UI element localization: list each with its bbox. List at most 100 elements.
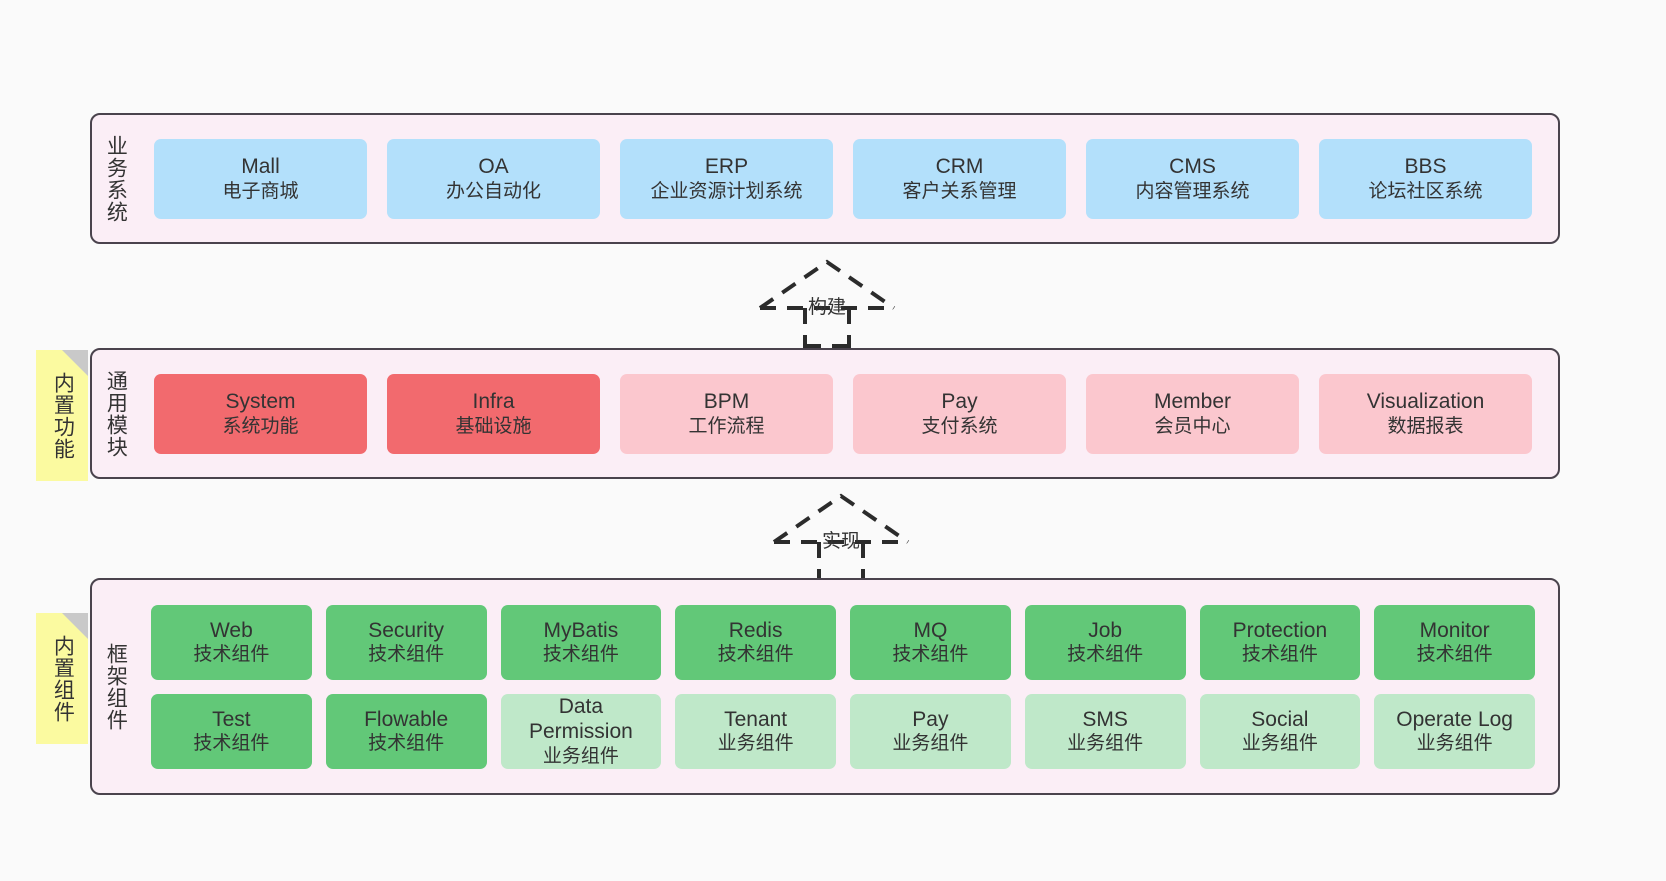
note-builtin-function-label: 内置功能 (51, 371, 75, 460)
card-title-cn: 业务组件 (1241, 733, 1318, 755)
connector-build: 构建 (752, 256, 902, 348)
connector-implement: 实现 (766, 490, 916, 582)
card-title-en: Data Permission (528, 694, 633, 744)
card-title-en: Operate Log (1396, 707, 1513, 731)
card-title-cn: 企业资源计划系统 (650, 180, 803, 202)
card-title-en: Pay (941, 390, 978, 414)
card-title-cn: 会员中心 (1154, 415, 1231, 437)
card-title-cn: 数据报表 (1387, 415, 1464, 437)
note-builtin-component-label: 内置组件 (51, 634, 75, 723)
card-title-cn: 技术组件 (1416, 644, 1493, 666)
card-title-en: System (225, 390, 296, 414)
card-title-cn: 基础设施 (455, 415, 532, 437)
card-title-cn: 技术组件 (368, 644, 445, 666)
card-title-en: Infra (472, 390, 515, 414)
card-title-en: Test (212, 707, 251, 731)
card-title-cn: 支付系统 (921, 415, 998, 437)
card-title-cn: 技术组件 (1067, 644, 1144, 666)
connector-label-build: 构建 (807, 297, 847, 318)
card-title-en: CRM (935, 155, 984, 179)
card-title-en: OA (478, 155, 509, 179)
layer-title-framework: 框架组件 (104, 642, 128, 731)
card-title-cn: 工作流程 (688, 415, 765, 437)
card-title-cn: 论坛社区系统 (1368, 180, 1483, 202)
note-builtin-function: 内置功能 (36, 350, 88, 481)
card-title-en: Social (1251, 707, 1309, 731)
card-title-cn: 技术组件 (368, 733, 445, 755)
arrow-head-build (758, 259, 896, 310)
card-title-cn: 技术组件 (717, 644, 794, 666)
card-title-en: ERP (704, 155, 749, 179)
card-title-cn: 业务组件 (1416, 733, 1493, 755)
card-title-en: BPM (703, 390, 750, 414)
card-title-en: Job (1088, 618, 1123, 642)
card-title-en: Pay (912, 707, 949, 731)
card-title-cn: 技术组件 (1241, 644, 1318, 666)
card-title-en: CMS (1169, 155, 1216, 179)
card-title-en: Tenant (724, 707, 788, 731)
card-title-cn: 内容管理系统 (1135, 180, 1250, 202)
card-title-en: Redis (728, 618, 783, 642)
note-fold-icon (62, 350, 88, 376)
card-title-en: Web (209, 618, 253, 642)
card-title-cn: 技术组件 (193, 644, 270, 666)
card-title-en: BBS (1404, 155, 1447, 179)
note-fold-icon (62, 613, 88, 639)
card-title-en: Monitor (1419, 618, 1490, 642)
card-title-en: Visualization (1366, 390, 1485, 414)
card-title-cn: 技术组件 (193, 733, 270, 755)
card-title-en: MQ (913, 618, 948, 642)
card-title-cn: 技术组件 (892, 644, 969, 666)
arrow-head-implement (772, 493, 910, 544)
card-title-cn: 业务组件 (542, 746, 619, 768)
card-title-cn: 系统功能 (222, 415, 299, 437)
card-title-cn: 技术组件 (542, 644, 619, 666)
layer-title-business: 业务系统 (104, 134, 128, 223)
card-title-en: Member (1153, 390, 1232, 414)
card-title-en: Flowable (364, 707, 449, 731)
card-title-cn: 业务组件 (892, 733, 969, 755)
connector-label-implement: 实现 (821, 531, 861, 552)
note-builtin-component: 内置组件 (36, 613, 88, 744)
card-title-en: Mall (241, 155, 280, 179)
card-title-cn: 业务组件 (717, 733, 794, 755)
card-title-cn: 客户关系管理 (902, 180, 1017, 202)
card-title-en: Protection (1232, 618, 1328, 642)
